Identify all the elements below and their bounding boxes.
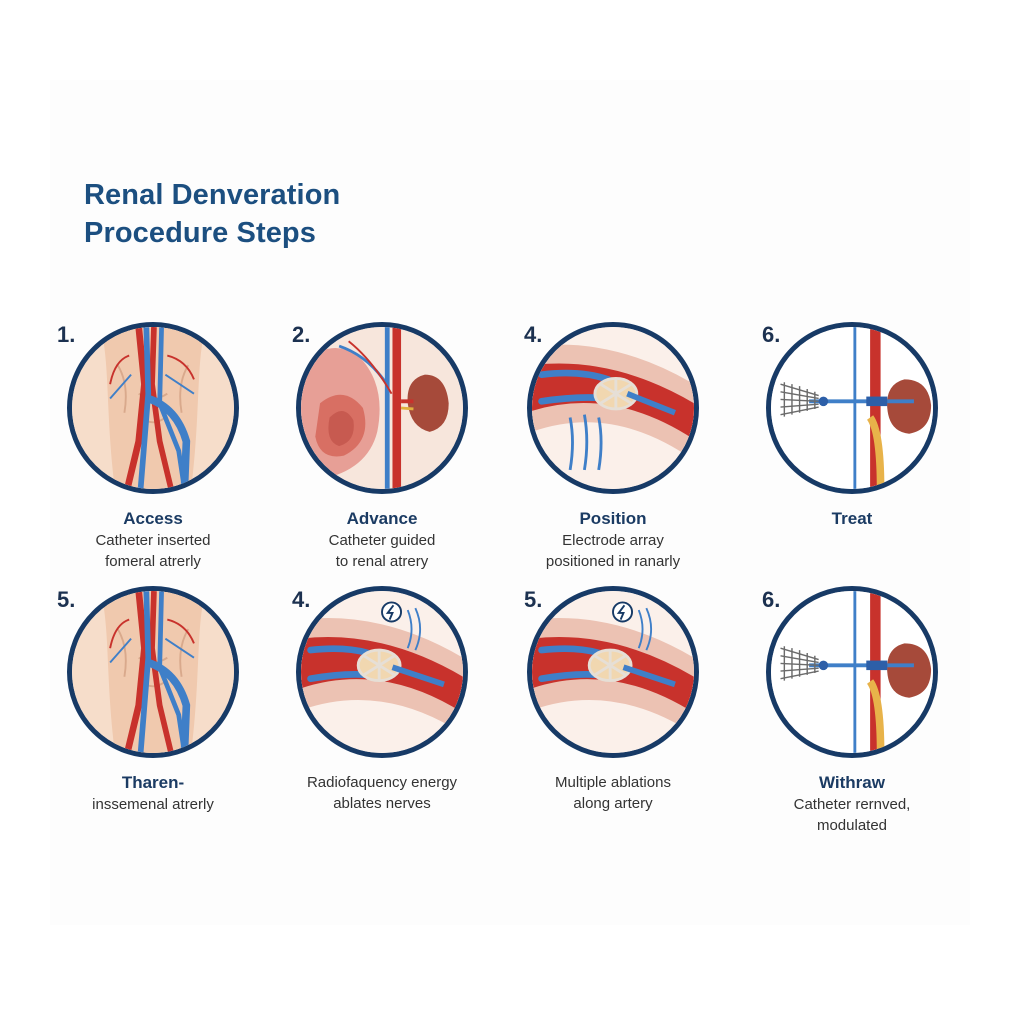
step-description-line-1: Radiofaquency energy <box>306 774 458 791</box>
step-caption: Tharen-inssemenal atrerly <box>33 772 273 815</box>
catheter-kidney-icon <box>766 586 938 758</box>
step-heading: Advance <box>346 509 418 528</box>
step-description-line-2: modulated <box>816 817 888 834</box>
step-description-line-2: fomeral atrerly <box>105 553 201 570</box>
step-number: 6. <box>762 322 781 347</box>
step-description-line-2: along artery <box>573 795 653 812</box>
step-number: 5. <box>524 587 543 612</box>
step-description-line-2: positioned in ranarly <box>545 553 681 570</box>
step-description-line-1: Multiple ablations <box>555 774 671 791</box>
artery-ablation-icon <box>296 586 468 758</box>
catheter-kidney-icon <box>766 322 938 494</box>
step-number: 6. <box>762 587 781 612</box>
title-line-2: Procedure Steps <box>84 217 316 249</box>
background-panel <box>50 80 970 925</box>
page-title: Renal Denveration Procedure Steps <box>84 176 340 252</box>
step-description-line-1: inssemenal atrerly <box>92 796 214 813</box>
step-description-line-1: Electrode array <box>562 532 664 549</box>
step-heading: Access <box>123 509 183 528</box>
kidney-anatomy-icon <box>296 322 468 494</box>
torso-icon <box>67 586 239 758</box>
artery-electrode-icon <box>527 322 699 494</box>
step-number: 5. <box>57 587 76 612</box>
step-description-line-1: Catheter rernved, <box>793 796 911 813</box>
torso-icon <box>67 322 239 494</box>
step-description-line-2: to renal atrery <box>335 553 429 570</box>
step-number: 1. <box>57 322 76 347</box>
step-description-line-1: Catheter inserted <box>95 532 211 549</box>
step-number: 4. <box>292 587 311 612</box>
step-caption: Multiple ablations along artery <box>493 772 733 814</box>
step-heading: Withraw <box>819 773 885 792</box>
artery-ablation-icon <box>527 586 699 758</box>
step-number: 4. <box>524 322 543 347</box>
step-heading: Tharen- <box>121 773 185 792</box>
title-line-1: Renal Denveration <box>84 179 341 211</box>
step-description-line-1: Catheter guided <box>328 532 436 549</box>
step-heading: Treat <box>831 509 873 528</box>
step-caption: Radiofaquency energy ablates nerves <box>262 772 502 814</box>
step-number: 2. <box>292 322 311 347</box>
step-caption: Treat <box>732 508 972 530</box>
step-heading: Position <box>579 509 647 528</box>
step-description-line-2: ablates nerves <box>333 795 431 812</box>
